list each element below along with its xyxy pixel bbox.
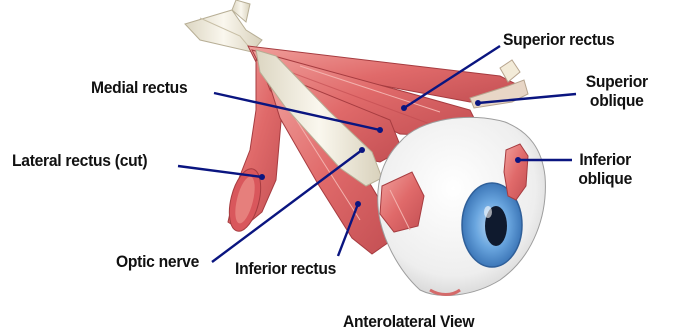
- label-superior-oblique-line2: oblique: [586, 91, 648, 110]
- label-inferior-oblique: Inferior oblique: [578, 150, 632, 188]
- label-inferior-rectus: Inferior rectus: [235, 259, 336, 278]
- label-inferior-oblique-line2: oblique: [578, 169, 632, 188]
- label-medial-rectus: Medial rectus: [91, 78, 187, 97]
- label-superior-oblique-line1: Superior: [586, 72, 648, 91]
- label-inferior-oblique-line1: Inferior: [578, 150, 632, 169]
- label-lateral-rectus: Lateral rectus (cut): [12, 151, 147, 170]
- label-optic-nerve: Optic nerve: [116, 252, 199, 271]
- label-superior-oblique: Superior oblique: [586, 72, 648, 110]
- label-superior-rectus: Superior rectus: [503, 30, 614, 49]
- view-caption: Anterolateral View: [343, 312, 474, 331]
